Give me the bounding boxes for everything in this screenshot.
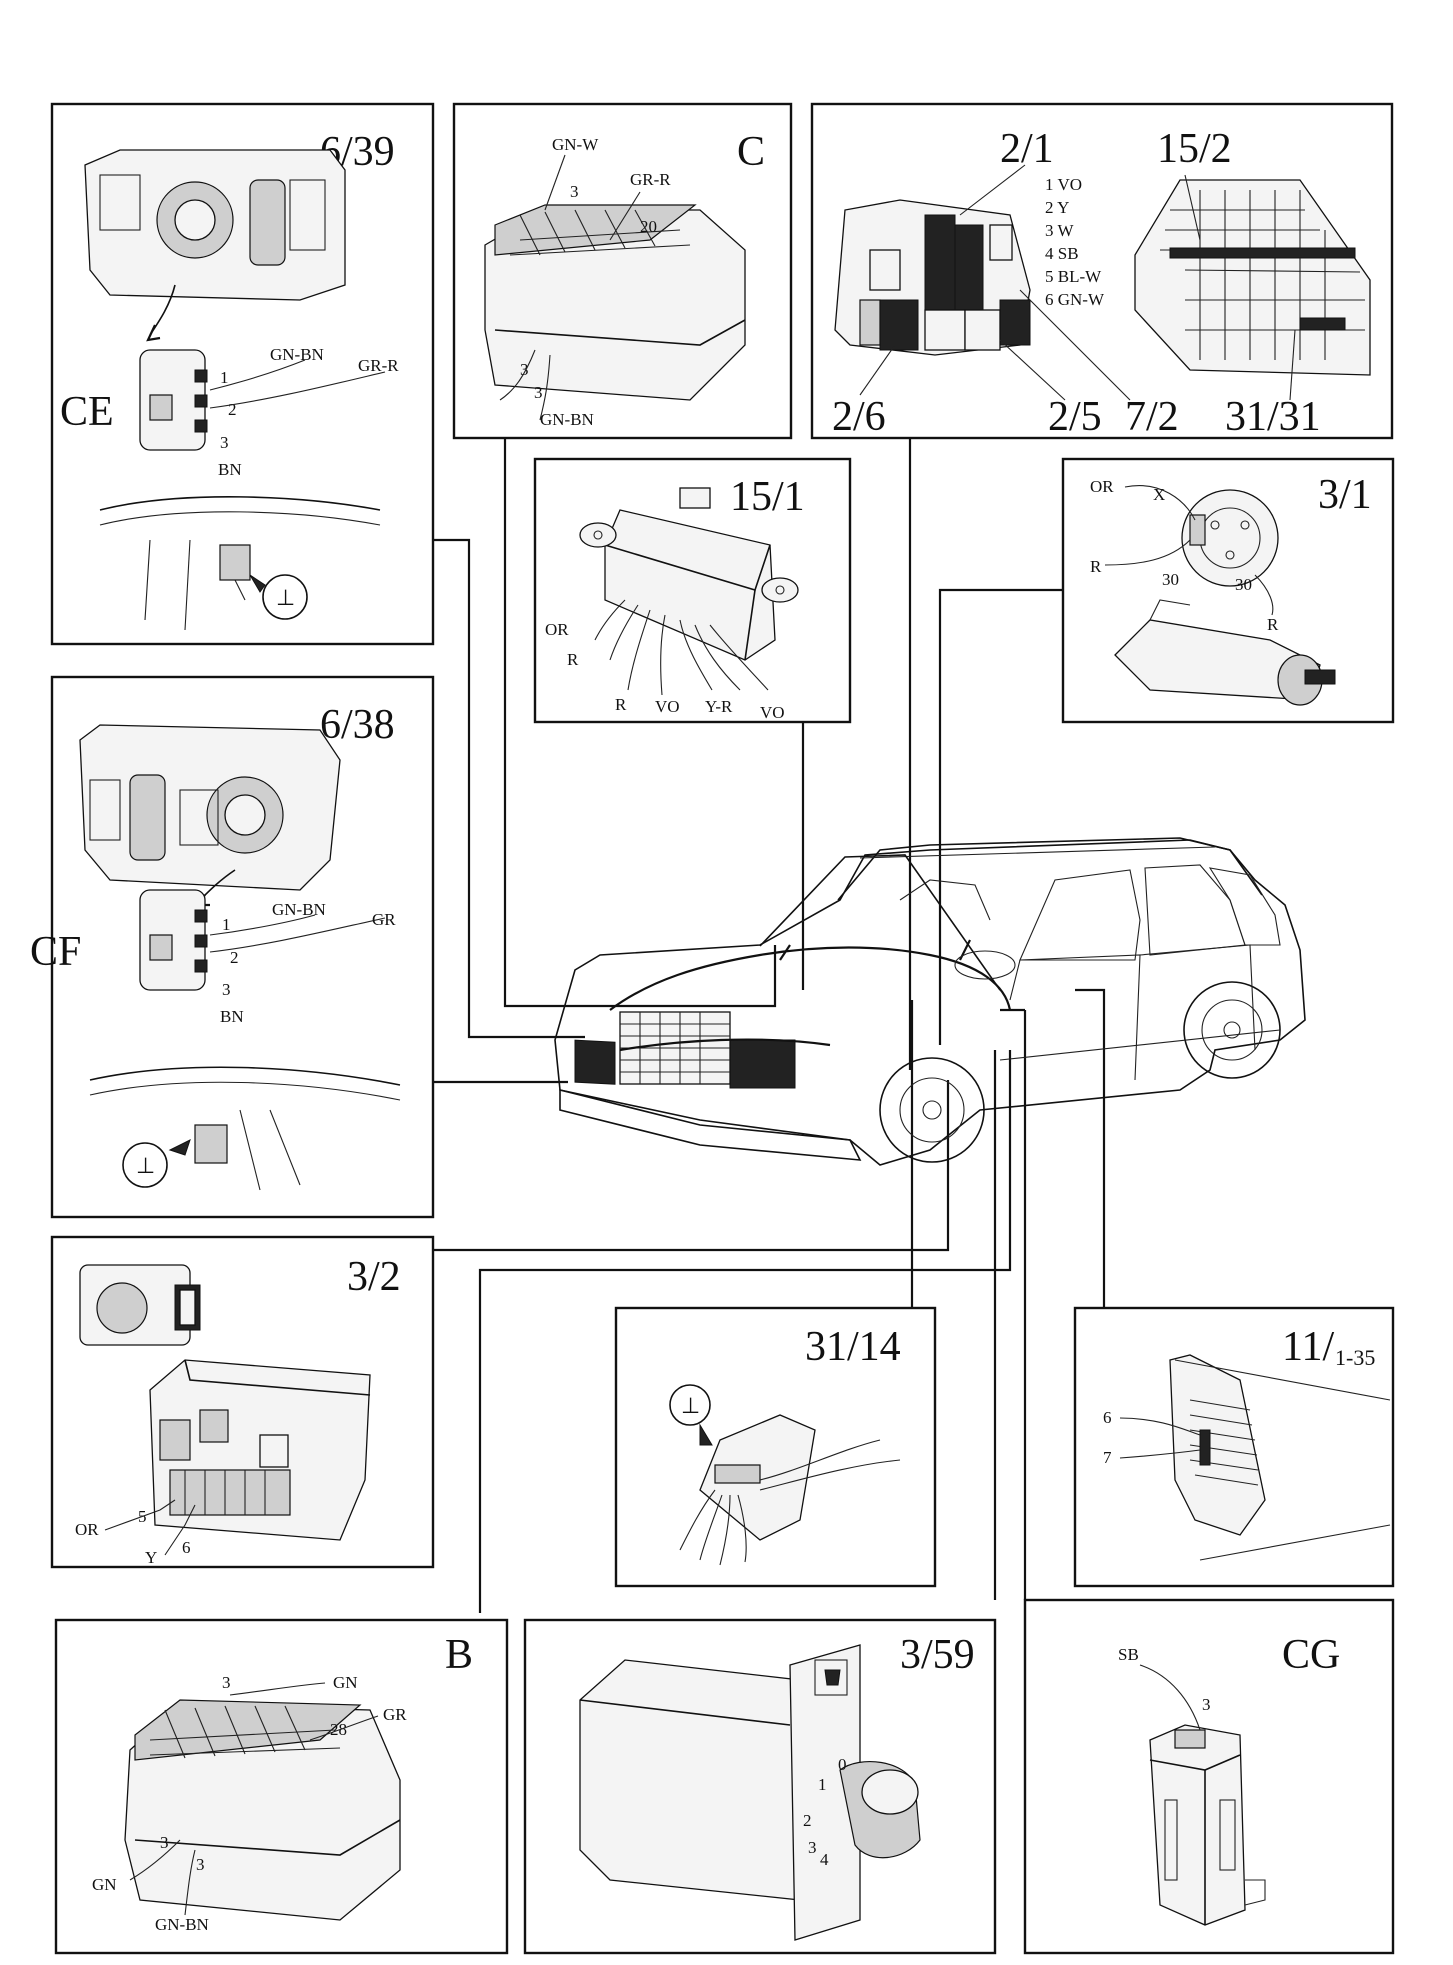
panel-label: 2/6 [832, 394, 886, 440]
pin-2: 2 [228, 400, 237, 419]
wire-label: OR [545, 620, 569, 639]
panel-code: 3/1 [1318, 472, 1372, 518]
line-c [503, 438, 777, 1008]
pin-3: 3 [222, 980, 231, 999]
line-11 [1075, 988, 1106, 1308]
wire-label: 5 BL-W [1045, 267, 1102, 286]
pin-7: 7 [1103, 1448, 1112, 1467]
pin-3: 3 [220, 433, 229, 452]
panel-6-39: 6/39 CE 1 2 3 GN-BN GR-R BN ⊥ [50, 102, 435, 646]
connector-label: CE [60, 389, 114, 435]
pin-3: 3 [570, 182, 579, 201]
wire-label: GN-BN [155, 1915, 209, 1934]
wire-label: GN-BN [270, 345, 324, 364]
wire-label: 1 VO [1045, 175, 1082, 194]
wire-label: R [615, 695, 627, 714]
panel-code: 15/1 [730, 474, 805, 520]
wire-label: OR [75, 1520, 99, 1539]
ground-symbol: ⊥ [276, 585, 295, 610]
pin-0: 0 [838, 1755, 847, 1774]
line-6-39 [433, 538, 585, 1039]
connection-lines [433, 438, 1106, 1613]
panel-label: 7/2 [1125, 394, 1179, 440]
wire-label: GN-BN [540, 410, 594, 429]
wire-label: GN [333, 1673, 358, 1692]
pin-3: 3 [808, 1838, 817, 1857]
panel-11: 11/ 1-35 6 7 [1073, 1306, 1395, 1588]
wire-label: 2 Y [1045, 198, 1069, 217]
wire-label: OR [1090, 477, 1114, 496]
wire-label: Y [145, 1548, 157, 1567]
panel-code: 2/1 [1000, 126, 1054, 172]
wire-label: Y-R [705, 697, 733, 716]
pin-3: 3 [520, 360, 529, 379]
pin-3: 3 [160, 1833, 169, 1852]
pin-1: 1 [222, 915, 231, 934]
connector-label: CF [30, 929, 81, 975]
wire-label: GR [372, 910, 396, 929]
panel-2-1: 2/1 15/2 1 VO 2 Y 3 W 4 SB 5 BL-W 6 GN-W… [810, 102, 1394, 440]
panel-code: CG [1282, 1632, 1340, 1678]
wire-label: GR-R [630, 170, 671, 189]
pin-28: 28 [330, 1720, 347, 1739]
panel-label: 15/2 [1157, 126, 1232, 172]
wire-label: 4 SB [1045, 244, 1079, 263]
ground-symbol: ⊥ [681, 1393, 700, 1418]
pin-4: 4 [820, 1850, 829, 1869]
wire-label: VO [760, 703, 785, 722]
panel-code: 6/38 [320, 702, 395, 748]
panel-code: B [445, 1632, 473, 1678]
ground-wire-label: BN [218, 460, 242, 479]
pin-1: 1 [818, 1775, 827, 1794]
panel-3-1: 3/1 OR X R 30 30 R [1061, 457, 1395, 724]
wire-label: R [1090, 557, 1102, 576]
pin-20: 20 [640, 217, 657, 236]
wire-label: VO [655, 697, 680, 716]
wire-label: GN-W [552, 135, 599, 154]
panel-b: B 3 GN 28 GR 3 GN 3 GN-BN [54, 1618, 509, 1955]
line-3-2 [433, 1080, 950, 1252]
wire-label: 3 W [1045, 221, 1074, 240]
wire-label: SB [1118, 1645, 1139, 1664]
car-illustration [554, 837, 1306, 1166]
panel-code: 3/59 [900, 1632, 975, 1678]
panel-code-suffix: 1-35 [1335, 1345, 1375, 1370]
panel-code: 31/14 [805, 1324, 901, 1370]
pin-1: 1 [220, 368, 229, 387]
panel-15-1: 15/1 OR R R VO Y-R VO [533, 457, 852, 724]
pin-3: 3 [222, 1673, 231, 1692]
panel-code: C [737, 129, 765, 175]
panel-31-14: 31/14 ⊥ [614, 1306, 937, 1588]
panel-cg: CG SB 3 [1023, 1598, 1395, 1955]
pin-30: 30 [1235, 575, 1252, 594]
wire-label: 6 GN-W [1045, 290, 1105, 309]
pin-3: 3 [534, 383, 543, 402]
wire-label: GR-R [358, 356, 399, 375]
line-b [478, 1050, 1012, 1613]
line-3-1 [938, 588, 1063, 1045]
panel-label: 31/31 [1225, 394, 1321, 440]
pin-6: 6 [1103, 1408, 1112, 1427]
panel-c: C GN-W 3 GR-R 20 3 3 GN-BN [452, 102, 793, 440]
panel-label: 2/5 [1048, 394, 1102, 440]
panel-3-2: 3/2 OR 5 Y 6 [50, 1235, 435, 1569]
wire-label: R [1267, 615, 1279, 634]
ground-symbol: ⊥ [136, 1153, 155, 1178]
panel-6-38: 6/38 CF 1 2 3 GN-BN GR BN ⊥ [30, 675, 435, 1219]
pin-2: 2 [803, 1811, 812, 1830]
ground-wire-label: BN [220, 1007, 244, 1026]
panel-code: 3/2 [347, 1254, 401, 1300]
pin-30: 30 [1162, 570, 1179, 589]
wire-label: GN-BN [272, 900, 326, 919]
wire-label: GN [92, 1875, 117, 1894]
panel-code: 11/ [1282, 1324, 1334, 1370]
pin-3: 3 [196, 1855, 205, 1874]
wire-label: R [567, 650, 579, 669]
wire-label: GR [383, 1705, 407, 1724]
pin-6: 6 [182, 1538, 191, 1557]
panel-3-59: 3/59 0 1 2 3 4 [523, 1618, 997, 1955]
pin-3: 3 [1202, 1695, 1211, 1714]
pin-2: 2 [230, 948, 239, 967]
